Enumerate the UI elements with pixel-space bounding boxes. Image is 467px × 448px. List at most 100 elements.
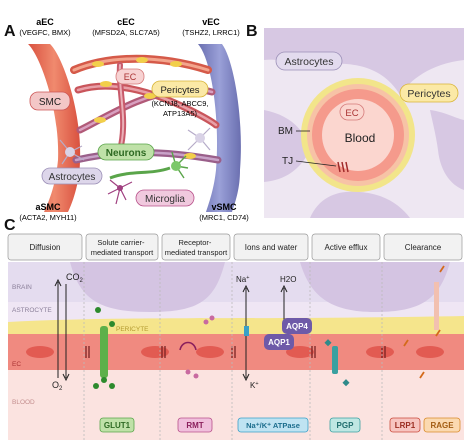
pericytes-markers-2: ATP13A5) [163,109,198,118]
microglia-label: Microglia [145,194,185,205]
efflux-substrates [324,339,350,387]
pericytes-label: Pericytes [160,85,199,96]
pericytes-markers-1: (KCNJ8, ABCC9, [151,99,208,108]
panel-b: B Astrocytes Pericytes EC Blood BM TJ [246,23,464,218]
panel-c-letter: C [4,217,16,234]
aec-title: aEC [36,17,54,27]
na-label: Na+ [236,275,249,284]
header-solute-line1: Solute carrier- [97,238,145,247]
pgp-transporter [332,346,338,374]
c-astrocyte-endfeet [70,262,450,312]
b-tj-label: TJ [282,156,293,167]
diffusion-arrows [54,278,70,382]
aqp1-label: AQP1 [268,338,290,347]
glut1-label: GLUT1 [104,421,131,430]
microglia-processes [107,179,133,205]
panel-a: A aEC (VEGFC, BMX) cEC (MFSD2A, SLC7A5) … [4,17,249,222]
neurons-label-pill [97,143,155,161]
pgp-label: PGP [337,421,355,430]
header-receptor: Receptor- mediated transport [165,238,228,257]
panel-b-letter: B [246,23,258,40]
astrocyte-endfeet [264,28,464,218]
rage-transporter [434,282,439,330]
asmc-title: aSMC [35,202,61,212]
astrocyte-cell-2 [195,133,205,143]
header-solute: Solute carrier- mediated transport [91,238,154,257]
column-dividers [83,262,383,440]
o2-label: O2 [52,380,63,392]
rage-label: RAGE [430,421,454,430]
k-text: K [250,381,256,390]
b-astrocytes-pill [275,51,343,71]
blood-lumen [322,99,394,171]
astrocytes-label-pill [41,167,103,185]
header-receptor-line1: Receptor- [178,238,211,247]
layer-ec-label: EC [12,361,21,368]
smc-label-pill [29,91,71,111]
column-headers [7,233,463,261]
atpase-channel [244,326,249,336]
tight-junction-marks [337,161,349,173]
glucose-dots [93,307,115,389]
header-clearance: Clearance [405,243,442,252]
neurons-label: Neurons [106,148,147,159]
atpase-pill [237,417,309,433]
layer-blood-label: BLOOD [12,399,35,406]
glut1-pill [99,417,135,433]
header-solute-line2: mediated transport [91,248,154,257]
astrocyte-processes [59,127,211,165]
rmt-vesicle [179,341,197,351]
rmt-label: RMT [186,421,203,430]
layer-brain-label: BRAIN [12,284,32,291]
na-text: Na [236,275,247,284]
header-ions: Ions and water [245,243,298,252]
o2-text: O [52,380,59,390]
neuron-dendrites [171,151,189,179]
panel-a-letter: A [4,23,16,40]
vsmc-markers: (MRC1, CD74) [199,213,249,222]
blood-layer [8,370,464,440]
header-box-ions [233,233,309,261]
lrp1-pill [389,417,421,433]
header-box-receptor [161,233,231,261]
header-efflux: Active efflux [325,243,368,252]
b-astrocytes-label: Astrocytes [284,56,333,68]
aqp4-label: AQP4 [286,322,308,331]
microglia-cell [117,185,123,191]
rmt-pill [177,417,213,433]
header-box-diffusion [7,233,83,261]
cec-title: cEC [117,17,135,27]
co2-text: CO [66,272,80,282]
co2-subscript: 2 [80,278,84,284]
layer-astrocyte-label: ASTROCYTE [12,307,52,314]
header-receptor-line2: mediated transport [165,248,228,257]
lrp1-label: LRP1 [395,421,416,430]
astrocytes-label: Astrocytes [49,172,96,183]
neuron-axon [109,166,171,180]
microglia-label-pill [135,189,195,207]
header-box-solute [85,233,159,261]
glut1-transporter [100,326,108,378]
h2o-label: H2O [280,275,296,284]
vsmc-title: vSMC [211,202,237,212]
pgp-pill [329,417,361,433]
aec-markers: (VEGFC, BMX) [19,28,71,37]
b-bm-label: BM [278,126,293,137]
header-box-clearance [383,233,463,261]
layer-pericyte-label: PERICYTE [116,326,149,333]
aqp1-pill [264,334,294,350]
neuron-body [171,161,181,171]
co2-label: CO2 [66,272,84,284]
b-blood-label: Blood [345,131,376,145]
astrocyte-cell-1 [65,147,75,157]
na-superscript: + [246,275,249,281]
ec-layer [8,334,464,370]
panel-c: C [4,217,464,440]
header-box-efflux [311,233,381,261]
pericyte-layer [8,316,464,334]
aqp4-pill [282,318,312,334]
ec-label: EC [124,72,137,82]
b-pericytes-label: Pericytes [407,88,450,100]
